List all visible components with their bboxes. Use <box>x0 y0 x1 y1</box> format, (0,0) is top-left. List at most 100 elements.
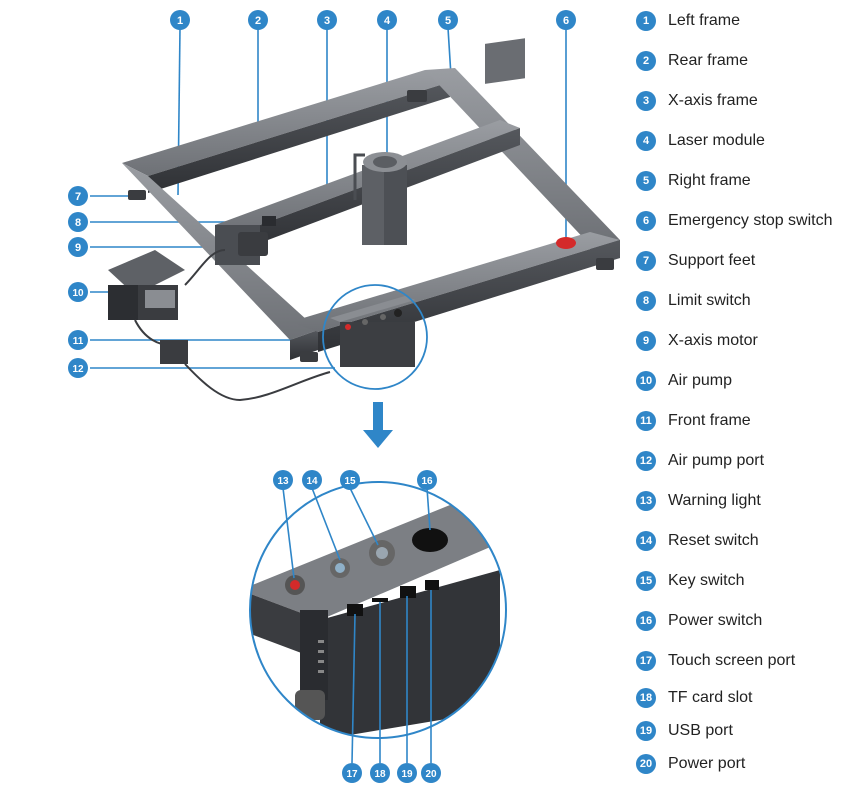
power-adapter <box>160 340 188 364</box>
legend-item: 14 Reset switch <box>636 530 759 552</box>
zoom-detail <box>250 505 506 738</box>
legend-number: 2 <box>636 51 656 71</box>
callout-14: 14 <box>302 470 322 490</box>
emergency-stop-switch <box>556 237 576 249</box>
legend-number: 4 <box>636 131 656 151</box>
legend-label: Laser module <box>668 132 765 149</box>
legend-label: Rear frame <box>668 52 749 69</box>
zoom-arrow <box>363 402 393 448</box>
legend-label: Limit switch <box>668 292 751 309</box>
control-box <box>330 296 415 367</box>
callout-7: 7 <box>68 186 88 206</box>
svg-text:8: 8 <box>75 217 81 229</box>
x-axis-motor <box>238 232 268 256</box>
legend-number: 6 <box>636 211 656 231</box>
svg-text:10: 10 <box>72 288 84 299</box>
callout-10: 10 <box>68 282 88 302</box>
svg-text:7: 7 <box>75 191 81 203</box>
air-pump <box>108 250 185 320</box>
svg-text:16: 16 <box>421 476 433 487</box>
callout-9: 9 <box>68 237 88 257</box>
svg-text:4: 4 <box>384 15 391 27</box>
legend-number: 3 <box>636 91 656 111</box>
svg-text:13: 13 <box>277 476 289 487</box>
legend-label: Support feet <box>668 252 756 269</box>
legend-number: 14 <box>636 531 656 551</box>
legend-label: X-axis motor <box>668 332 758 349</box>
callout-18: 18 <box>370 763 390 783</box>
legend-label: Reset switch <box>668 532 759 549</box>
legend-label: Power switch <box>668 612 763 629</box>
legend-item: 4 Laser module <box>636 130 765 152</box>
legend-label: Right frame <box>668 172 751 189</box>
callout-11: 11 <box>68 330 88 350</box>
callout-4: 4 <box>377 10 397 30</box>
callout-20: 20 <box>421 763 441 783</box>
svg-text:3: 3 <box>324 15 330 27</box>
callout-6: 6 <box>556 10 576 30</box>
svg-text:15: 15 <box>344 476 356 487</box>
callout-15: 15 <box>340 470 360 490</box>
legend-item: 11 Front frame <box>636 410 751 432</box>
callout-8: 8 <box>68 212 88 232</box>
svg-text:14: 14 <box>306 476 318 487</box>
legend-number: 8 <box>636 291 656 311</box>
svg-text:17: 17 <box>346 769 358 780</box>
legend-label: Key switch <box>668 572 745 589</box>
svg-text:6: 6 <box>563 15 569 27</box>
legend-number: 16 <box>636 611 656 631</box>
legend-item: 2 Rear frame <box>636 50 748 72</box>
power-cable <box>184 363 331 402</box>
legend-label: Touch screen port <box>668 652 796 669</box>
legend-number: 17 <box>636 651 656 671</box>
legend-item: 9 X-axis motor <box>636 330 758 352</box>
legend-item: 5 Right frame <box>636 170 751 192</box>
legend-number: 15 <box>636 571 656 591</box>
legend-number: 5 <box>636 171 656 191</box>
support-feet <box>128 90 614 362</box>
front-frame <box>290 232 620 352</box>
legend-label: TF card slot <box>668 689 753 706</box>
legend-label: USB port <box>668 722 733 739</box>
callout-12: 12 <box>68 358 88 378</box>
legend-number: 7 <box>636 251 656 271</box>
legend-item: 17 Touch screen port <box>636 650 795 672</box>
svg-text:11: 11 <box>73 336 84 347</box>
svg-text:2: 2 <box>255 15 261 27</box>
legend-number: 19 <box>636 721 656 741</box>
detail-marker <box>322 284 428 390</box>
legend-item: 8 Limit switch <box>636 290 751 312</box>
legend-label: Air pump <box>668 372 733 389</box>
svg-text:5: 5 <box>445 15 451 27</box>
legend-label: Emergency stop switch <box>668 212 833 229</box>
legend-number: 12 <box>636 451 656 471</box>
limit-switch <box>262 216 276 226</box>
legend-item: 6 Emergency stop switch <box>636 210 833 232</box>
air-hose <box>184 249 226 286</box>
callout-3: 3 <box>317 10 337 30</box>
svg-text:19: 19 <box>401 769 413 780</box>
legend-number: 9 <box>636 331 656 351</box>
callout-badges: 1 2 3 4 5 6 7 8 9 10 11 12 13 14 15 16 1… <box>68 10 576 783</box>
legend-item: 20 Power port <box>636 753 745 775</box>
callout-16: 16 <box>417 470 437 490</box>
legend-item: 15 Key switch <box>636 570 744 592</box>
legend-label: Warning light <box>668 492 761 509</box>
legend-number: 11 <box>636 411 656 431</box>
legend-item: 12 Air pump port <box>636 450 764 472</box>
legend-label: Left frame <box>668 12 741 29</box>
legend-label: Front frame <box>668 412 751 429</box>
legend-label: Air pump port <box>668 452 765 469</box>
legend-number: 20 <box>636 754 656 774</box>
svg-text:9: 9 <box>75 242 81 254</box>
legend-item: 16 Power switch <box>636 610 762 632</box>
callout-2: 2 <box>248 10 268 30</box>
legend-label: Power port <box>668 755 746 772</box>
legend-number: 1 <box>636 11 656 31</box>
rear-frame <box>122 70 450 193</box>
svg-text:18: 18 <box>374 769 386 780</box>
